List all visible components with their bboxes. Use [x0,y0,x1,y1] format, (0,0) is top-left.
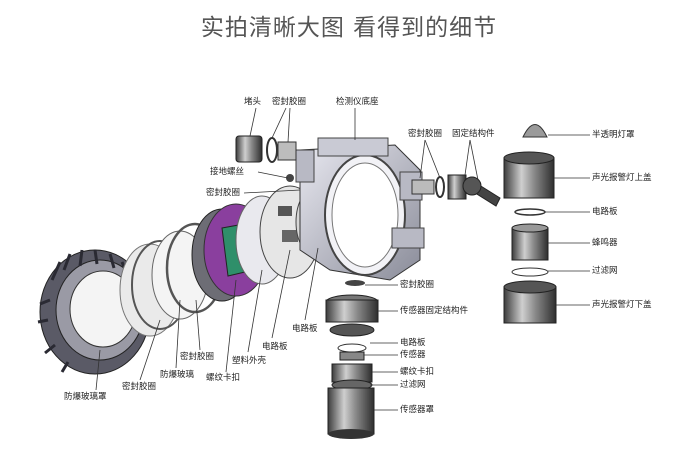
label-ground-screw: 接地螺丝 [210,167,245,177]
label-buzzer: 蜂鸣器 [592,238,618,248]
label-seal-top: 密封胶圈 [272,97,307,107]
label-plastic-shell: 塑料外壳 [232,356,267,366]
label-sensor: 传感器 [400,350,426,360]
label-seal-right: 密封胶圈 [408,129,443,139]
label-screw-clip-left: 螺纹卡扣 [206,373,241,383]
label-lampshade: 半透明灯罩 [592,130,635,140]
label-circuit-board-lower: 电路板 [262,342,288,352]
page-title: 实拍清晰大图 看得到的细节 [200,15,498,41]
label-filter-center: 过滤网 [400,380,426,390]
label-filter-right: 过滤网 [592,266,618,276]
ground-screw [286,174,294,182]
detector-base [295,137,425,281]
leader-lines [95,107,590,411]
label-seal-center: 密封胶圈 [400,280,435,290]
label-sensor-fixed-part: 传感器固定结构件 [400,306,469,316]
label-seal-left: 密封胶圈 [206,188,241,198]
label-circuit-board-right: 电路板 [592,207,618,217]
label-circuit-board-center: 电路板 [400,338,426,348]
label-screw-clip-center: 螺纹卡扣 [400,367,435,377]
label-fixed-part: 固定结构件 [452,129,495,139]
sensor-stack [325,280,379,439]
label-alarm-lower: 声光报警灯下盖 [592,300,652,310]
label-circuit-board-mid: 电路板 [292,324,318,334]
label-alarm-upper: 声光报警灯上盖 [592,173,652,183]
fixing-parts-right [411,174,501,207]
label-explosion-glass: 防爆玻璃 [160,370,195,380]
plug-and-seals [235,135,297,163]
label-plug: 堵头 [244,97,262,107]
alarm-lamp-stack [503,124,557,324]
label-seal-bottom: 密封胶圈 [122,382,157,392]
label-seal-mid: 密封胶圈 [180,352,215,362]
label-detector-base: 检测仪底座 [336,97,379,107]
label-sensor-cover: 传感器罩 [400,405,435,415]
label-explosion-cover: 防爆玻璃罩 [64,392,107,402]
